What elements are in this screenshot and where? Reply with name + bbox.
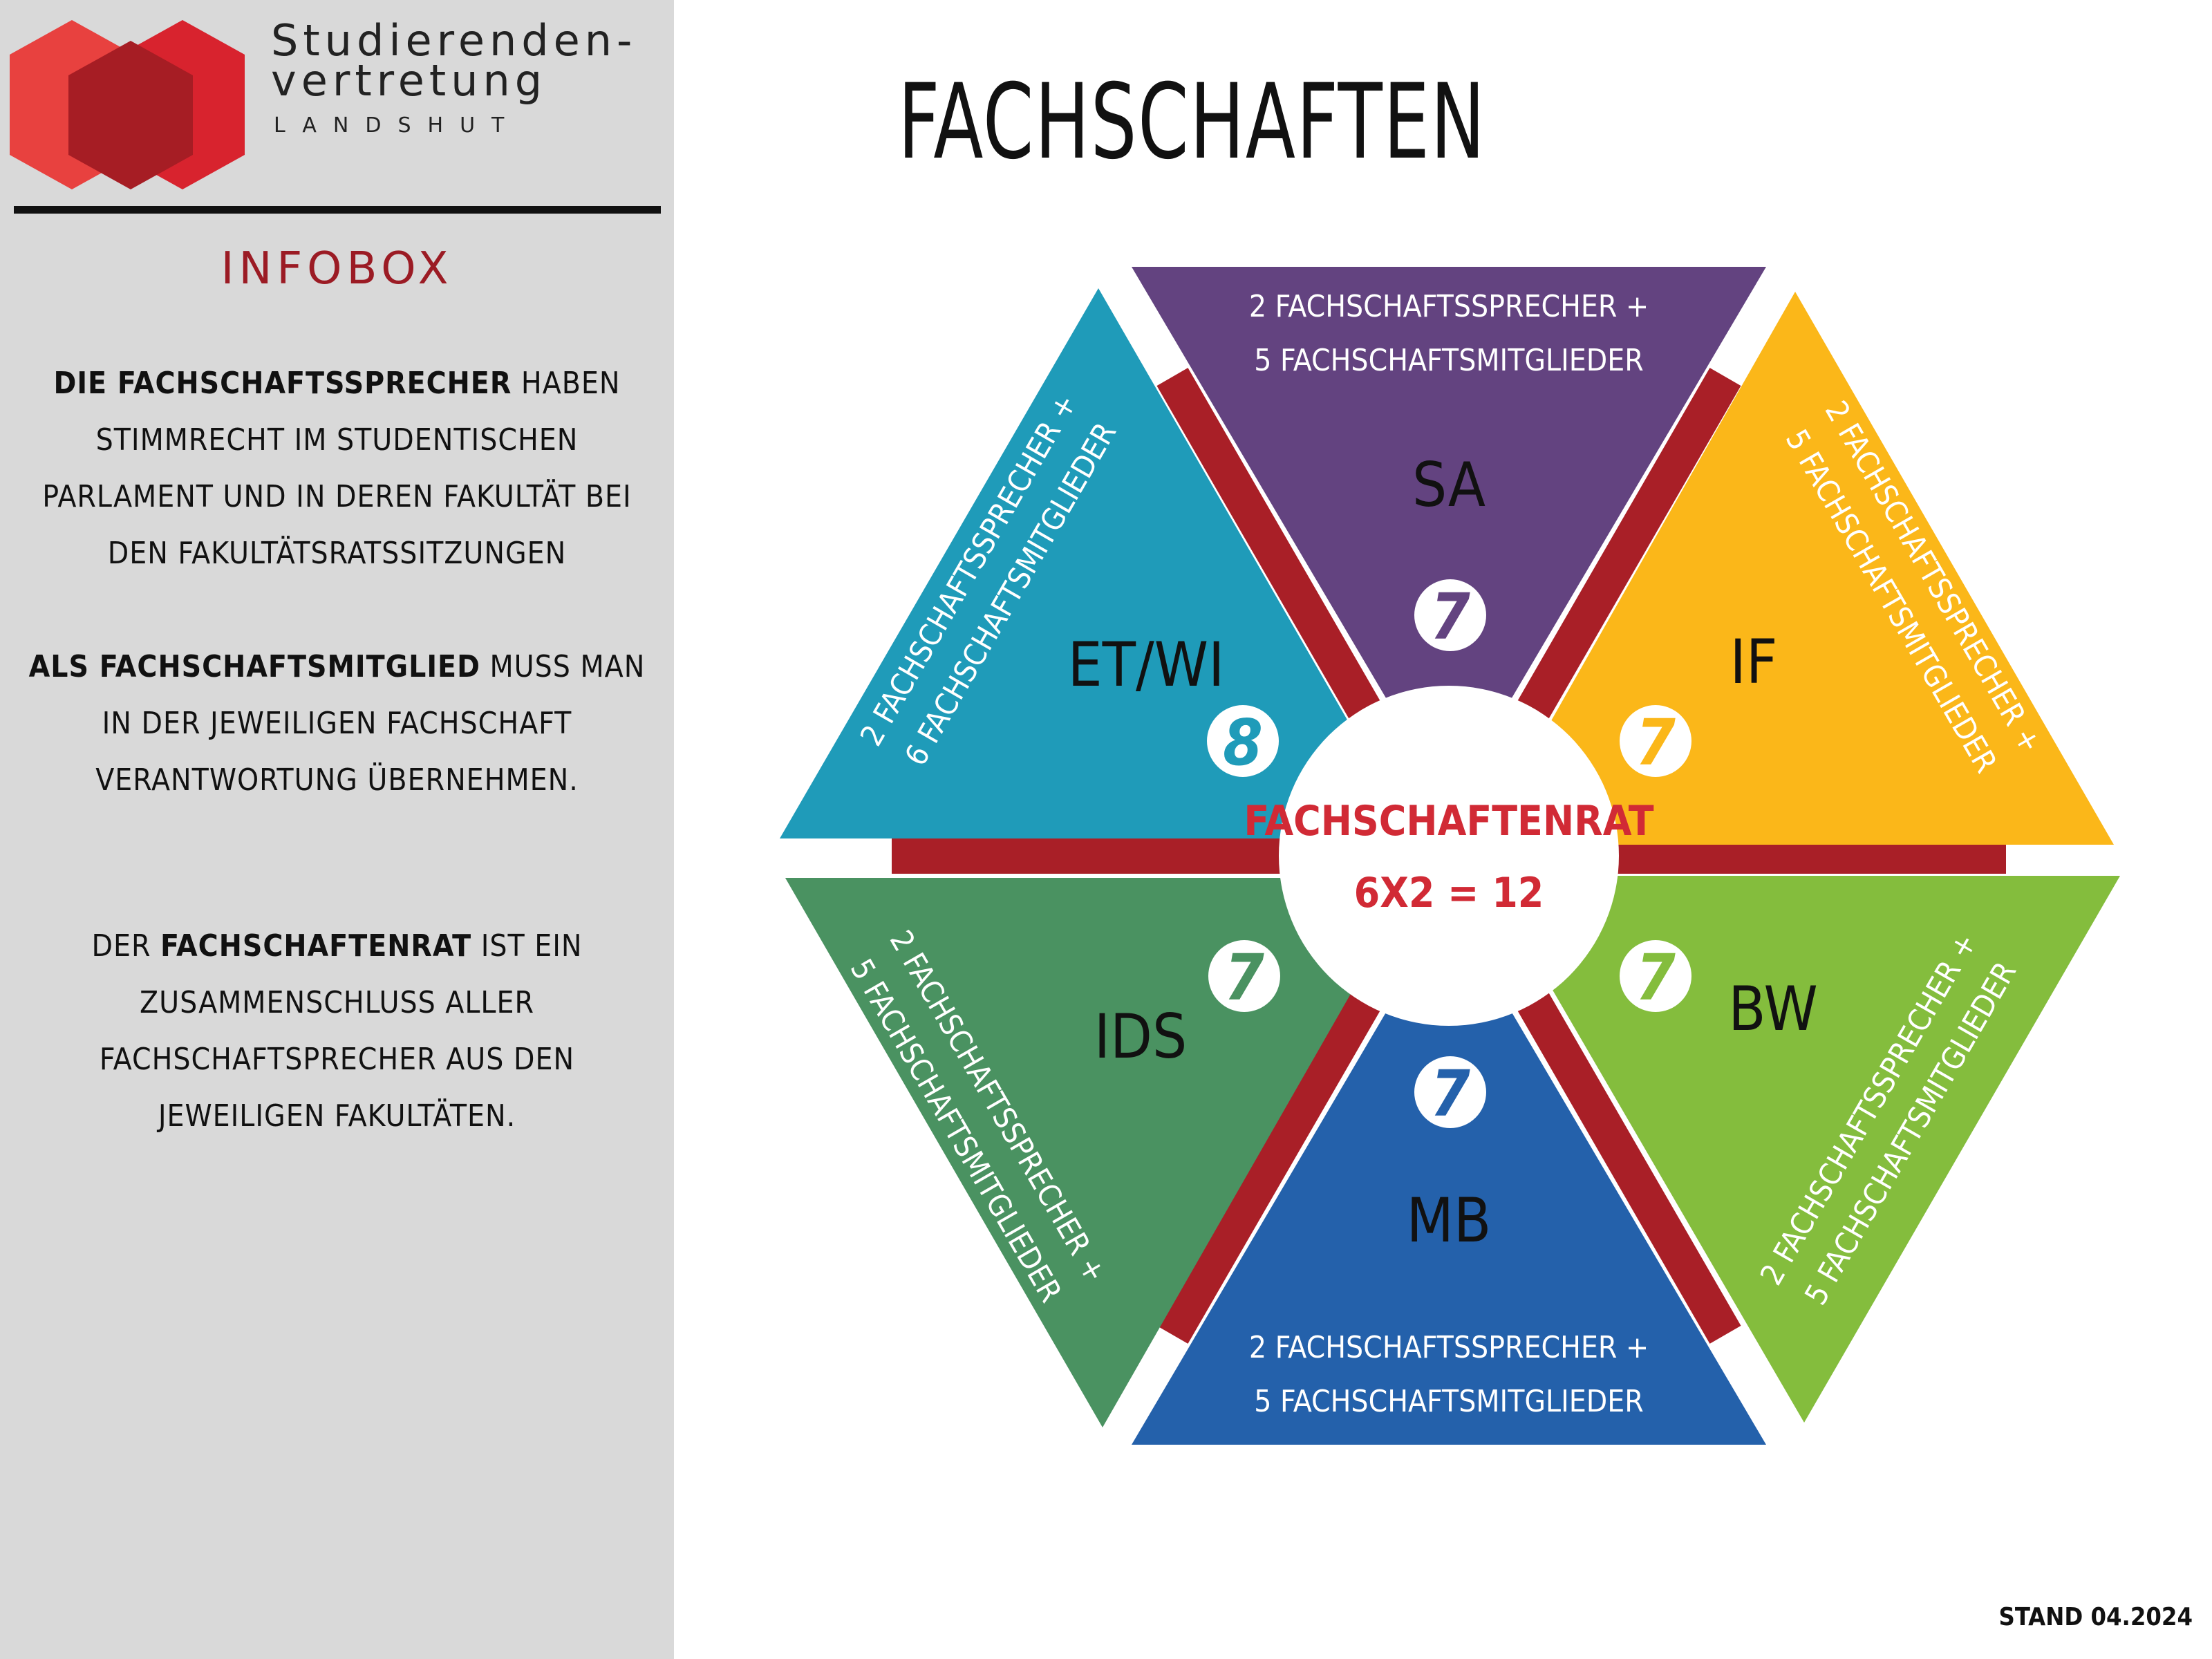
info-p2-bold: ALS FACHSCHAFTSMITGLIED bbox=[28, 649, 480, 684]
infobox-sidebar: Studierenden- vertretung LANDSHUT INFOBO… bbox=[0, 0, 674, 1659]
segment-bw-badge bbox=[1620, 940, 1691, 1012]
segment-bw bbox=[1486, 876, 2120, 1423]
infobox-title: INFOBOX bbox=[221, 243, 453, 294]
info-p3-bold: FACHSCHAFTENRAT bbox=[160, 928, 472, 964]
logo-text: Studierenden- vertretung LANDSHUT bbox=[271, 15, 637, 138]
info-paragraph-3: DER FACHSCHAFTENRAT IST EIN ZUSAMMENSCHL… bbox=[28, 918, 646, 1145]
segment-etwi bbox=[780, 288, 1416, 838]
segment-mb bbox=[1132, 906, 1766, 1445]
segment-bw-label: BW bbox=[1728, 973, 1817, 1044]
logo-line-1: Studierenden- bbox=[271, 15, 637, 66]
center-title: FACHSCHAFTENRAT bbox=[1244, 797, 1653, 845]
segment-ids-badge bbox=[1208, 940, 1280, 1012]
segment-sa-text-2: 5 FACHSCHAFTSMITGLIEDER bbox=[1254, 343, 1644, 378]
stand-date: STAND 04.2024 bbox=[1998, 1603, 2193, 1631]
segment-ids bbox=[785, 878, 1417, 1427]
segment-sa-count: 7 bbox=[1430, 580, 1470, 654]
segment-mb-text-2: 5 FACHSCHAFTSMITGLIEDER bbox=[1254, 1384, 1644, 1419]
logo-icon bbox=[10, 20, 245, 189]
segment-mb-label: MB bbox=[1407, 1185, 1492, 1256]
segment-if-badge bbox=[1620, 705, 1691, 777]
logo-line-2: vertretung bbox=[271, 55, 547, 106]
segment-mb-count: 7 bbox=[1430, 1057, 1470, 1131]
segment-etwi-count: 8 bbox=[1223, 706, 1263, 780]
segment-mb-text-1: 2 FACHSCHAFTSSPRECHER + bbox=[1249, 1330, 1649, 1365]
info-p1-bold: DIE FACHSCHAFTSSPRECHER bbox=[53, 366, 512, 401]
segment-if-label: IF bbox=[1730, 626, 1778, 697]
segment-mb-badge bbox=[1414, 1056, 1486, 1128]
segment-bw-count: 7 bbox=[1635, 941, 1676, 1015]
logo-line-3: LANDSHUT bbox=[274, 113, 521, 138]
segment-sa bbox=[1132, 267, 1766, 805]
center-formula: 6X2 = 12 bbox=[1354, 869, 1544, 917]
segment-etwi-badge bbox=[1207, 705, 1279, 777]
info-paragraph-1: DIE FACHSCHAFTSSPRECHER HABEN STIMMRECHT… bbox=[28, 355, 646, 582]
segment-if-count: 7 bbox=[1635, 706, 1676, 780]
segment-ids-label: IDS bbox=[1094, 1001, 1188, 1072]
segment-etwi-label: ET/WI bbox=[1068, 629, 1225, 700]
segment-sa-label: SA bbox=[1412, 449, 1485, 521]
info-p2-rest: MUSS MAN IN DER JEWEILIGEN FACHSCHAFT VE… bbox=[95, 649, 646, 798]
info-p3-pre: DER bbox=[91, 928, 161, 964]
segment-sa-badge bbox=[1414, 579, 1486, 651]
info-p1-rest: HABEN STIMMRECHT IM STUDENTISCHEN PARLAM… bbox=[42, 366, 632, 571]
segment-if bbox=[1481, 292, 2114, 845]
center-circle bbox=[1279, 686, 1619, 1026]
info-p3-rest: IST EIN ZUSAMMENSCHLUSS ALLER FACHSCHAFT… bbox=[99, 928, 583, 1134]
segment-ids-count: 7 bbox=[1224, 941, 1264, 1015]
segment-sa-text-1: 2 FACHSCHAFTSSPRECHER + bbox=[1249, 289, 1649, 324]
divider bbox=[14, 206, 661, 214]
info-paragraph-2: ALS FACHSCHAFTSMITGLIED MUSS MAN IN DER … bbox=[28, 639, 646, 809]
